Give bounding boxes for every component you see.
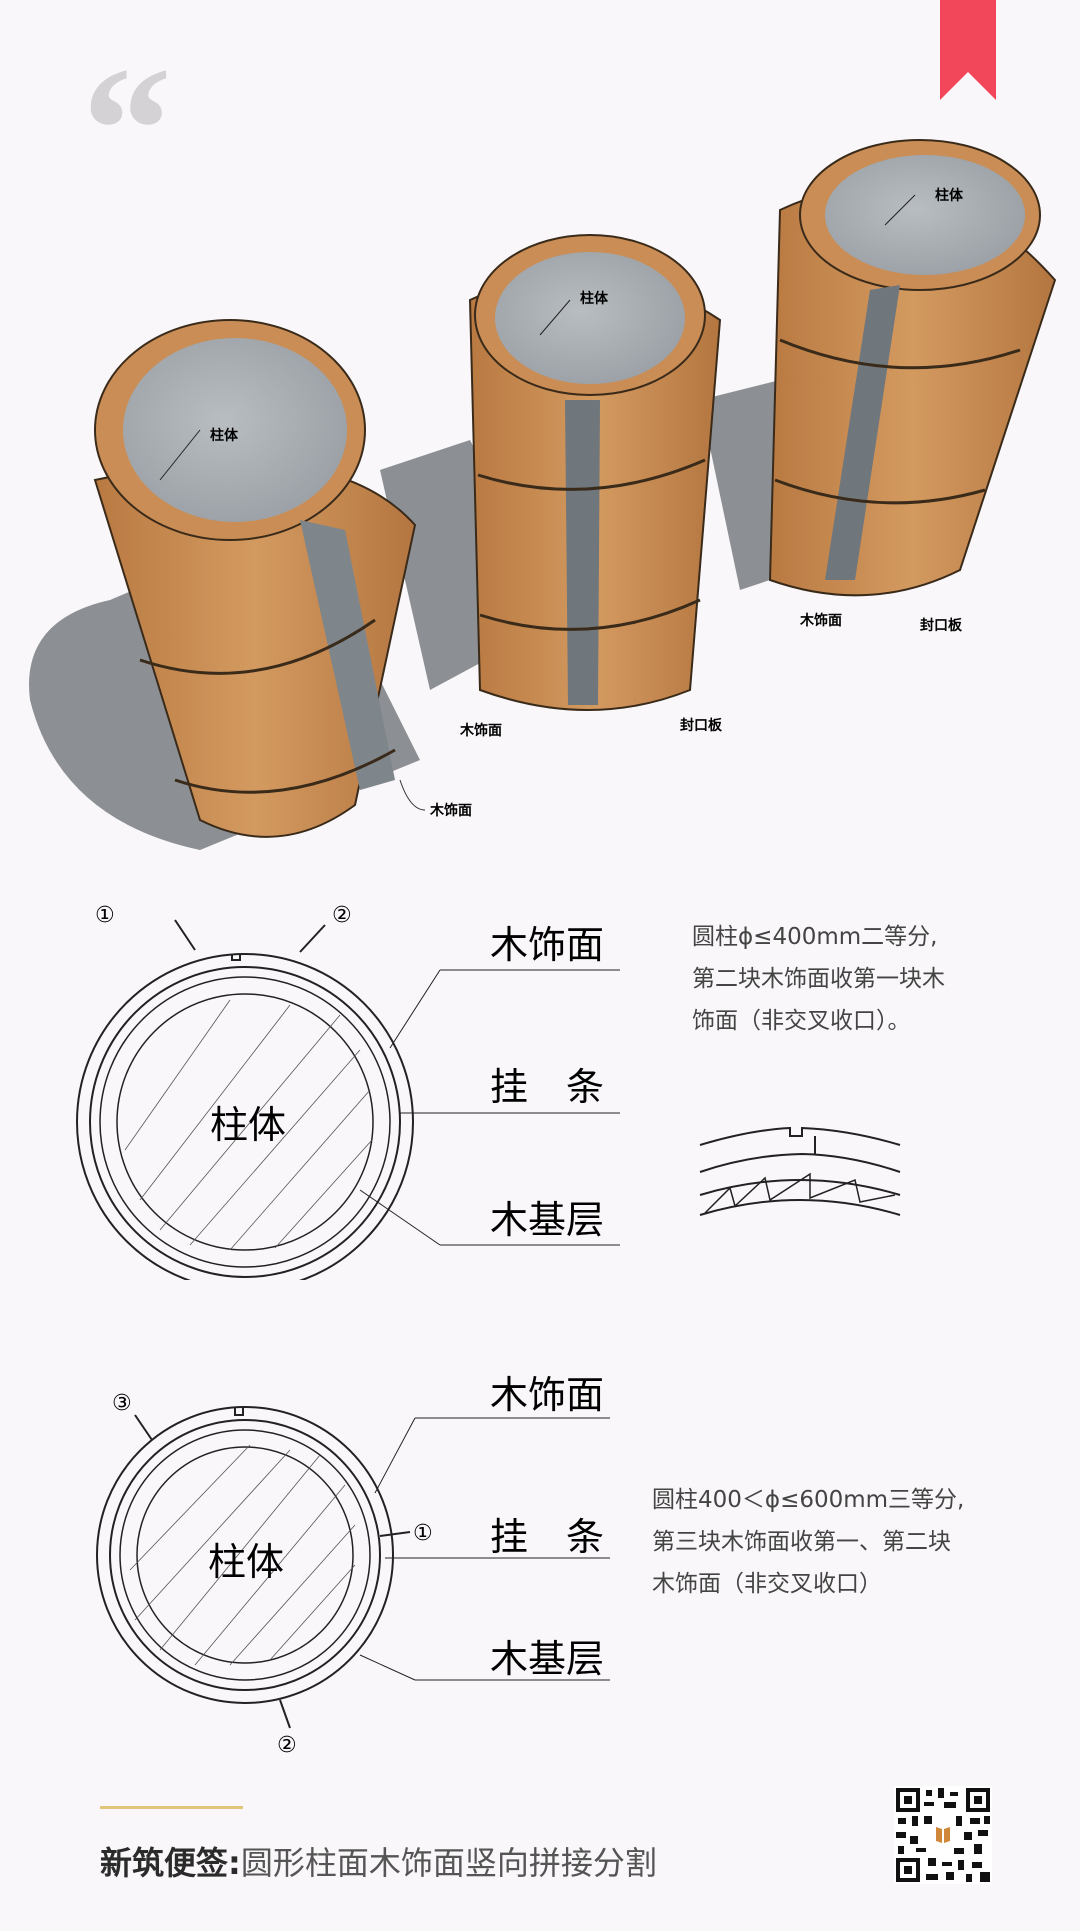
label-face-left: 木饰面: [429, 802, 472, 819]
column-left: 柱体 木饰面: [93, 319, 472, 838]
desc-line: 木饰面（非交叉收口）: [652, 1571, 882, 1597]
bookmark-icon[interactable]: [940, 0, 996, 100]
marker-3: ③: [112, 1391, 132, 1416]
desc-line: 第二块木饰面收第一块木: [692, 966, 945, 992]
qr-code-icon[interactable]: [894, 1786, 992, 1884]
label-core-middle: 柱体: [580, 290, 609, 307]
core-label-1: 柱体: [210, 1103, 286, 1147]
label-core-left: 柱体: [210, 427, 239, 444]
callout-strip-1: 挂 条: [490, 1065, 604, 1109]
label-seal-middle: 封口板: [680, 717, 723, 734]
column-middle: 柱体 木饰面 封口板: [459, 234, 723, 739]
callout-base-2: 木基层: [490, 1637, 604, 1681]
callout-strip-2: 挂 条: [490, 1515, 604, 1559]
desc-line: 圆柱400＜ϕ≤600mm三等分,: [652, 1487, 965, 1513]
label-seal-right: 封口板: [920, 617, 963, 634]
plan-1-description: 圆柱ϕ≤400mm二等分, 第二块木饰面收第一块木 饰面（非交叉收口）。: [692, 916, 945, 1042]
desc-line: 圆柱ϕ≤400mm二等分,: [692, 924, 938, 950]
core-label-2: 柱体: [208, 1540, 284, 1584]
marker-1: ①: [95, 903, 115, 928]
callout-face-1: 木饰面: [490, 923, 604, 967]
marker-1: ①: [413, 1521, 433, 1546]
callout-face-2: 木饰面: [490, 1373, 604, 1417]
joint-detail-sketch: [699, 1126, 901, 1216]
desc-line: 饰面（非交叉收口）。: [692, 1008, 911, 1034]
column-3d-render: 柱体 木饰面 柱体 木饰面 封口板 柱体 木饰面 封口板: [29, 139, 1057, 850]
article-title: 圆形柱面木饰面竖向拼接分割: [240, 1844, 657, 1882]
marker-2: ②: [277, 1733, 297, 1758]
plan-2-description: 圆柱400＜ϕ≤600mm三等分, 第三块木饰面收第一、第二块 木饰面（非交叉收…: [652, 1479, 964, 1605]
label-core-right: 柱体: [935, 187, 964, 204]
column-right: 柱体 木饰面 封口板: [768, 139, 1057, 634]
callout-base-1: 木基层: [490, 1198, 604, 1242]
plan-diagram-2: ③ ① ② 柱体 木饰面 挂 条 木基层: [96, 1373, 610, 1758]
brand-name: 新筑便签:: [100, 1844, 241, 1882]
quote-mark-icon: “: [82, 30, 172, 229]
marker-2: ②: [332, 903, 352, 928]
plan-diagram-1: ① ② 柱体 木饰面 挂 条 木基层: [76, 903, 620, 1280]
label-face-right: 木饰面: [799, 612, 842, 629]
footer-title: 新筑便签:圆形柱面木饰面竖向拼接分割: [100, 1838, 657, 1884]
desc-line: 第三块木饰面收第一、第二块: [652, 1529, 951, 1555]
accent-divider: [100, 1806, 243, 1809]
label-face-middle: 木饰面: [459, 722, 502, 739]
